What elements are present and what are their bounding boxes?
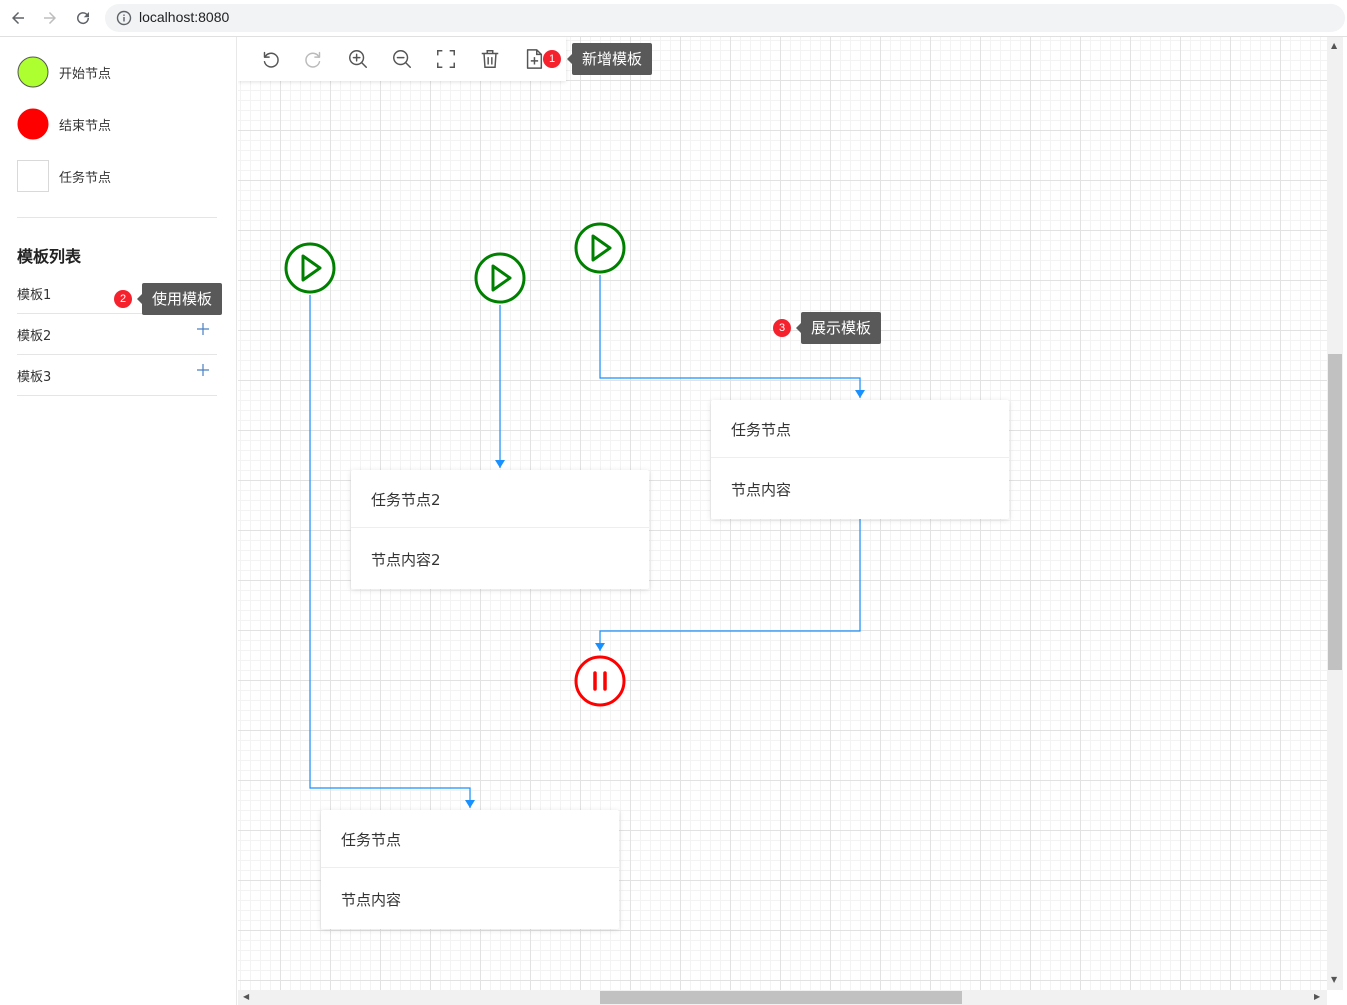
palette-task-node[interactable]: 任务节点 [17,160,111,192]
start-node[interactable] [284,242,336,294]
delete-icon[interactable] [477,46,503,72]
undo-icon[interactable] [257,46,283,72]
start-node-shape [17,56,49,88]
task-node-title: 任务节点 [341,831,402,849]
task-node[interactable]: 任务节点 节点内容 [711,400,1009,519]
task-node-title: 任务节点2 [371,491,441,509]
end-node-shape [17,108,49,140]
play-icon [591,234,612,262]
task-node-content: 节点内容 [731,481,792,499]
divider [17,217,217,218]
forward-arrow-icon[interactable] [38,6,62,30]
url-text: localhost:8080 [139,9,230,25]
edge-start1-to-task3 [309,295,471,808]
task-node[interactable]: 任务节点2 节点内容2 [351,470,649,589]
edge-arrowhead [465,800,475,808]
task-node-content: 节点内容2 [371,551,441,569]
template-item-3[interactable]: 模板3 [17,355,217,396]
browser-bar: localhost:8080 [0,0,1347,37]
template-list-title: 模板列表 [17,247,82,266]
back-arrow-icon[interactable] [6,6,30,30]
plus-icon[interactable] [195,362,211,378]
template-label: 模板1 [17,288,52,303]
reload-icon[interactable] [71,6,95,30]
plus-icon[interactable] [195,321,211,337]
add-template-icon[interactable] [521,46,547,72]
info-icon[interactable] [116,10,132,26]
template-item-1[interactable]: 模板1 [17,273,217,314]
palette-label: 开始节点 [59,66,112,82]
scroll-right-icon[interactable]: ▶ [1314,992,1321,1001]
pause-icon [593,671,607,691]
add-template-tip: 新增模板 [566,43,653,75]
palette-end-node[interactable]: 结束节点 [17,108,111,140]
vertical-scroll-thumb[interactable] [1328,354,1342,670]
task-node[interactable]: 任务节点 节点内容 [321,810,619,929]
scroll-up-icon[interactable]: ▲ [1331,41,1338,50]
edge-arrowhead [495,460,505,468]
edge-task2-to-end [599,519,861,651]
edges-layer [309,275,865,808]
palette-start-node[interactable]: 开始节点 [17,56,111,88]
palette-label: 任务节点 [59,170,112,186]
zoom-out-icon[interactable] [389,46,415,72]
show-template-tip: 展示模板 [795,312,882,344]
fit-view-icon[interactable] [433,46,459,72]
zoom-in-icon[interactable] [345,46,371,72]
flow-canvas[interactable]: 任务节点2 节点内容2 任务节点 节点内容 任务节点 节点内容 [238,37,1327,990]
palette-label: 结束节点 [59,118,112,134]
task-node-content: 节点内容 [341,891,402,909]
address-bar[interactable]: localhost:8080 [105,4,1345,32]
task-node-divider [321,867,619,868]
edge-arrowhead [595,643,605,651]
task-node-shape [17,160,49,192]
tip-badge: 3 [773,319,791,337]
template-label: 模板3 [17,370,52,385]
scroll-left-icon[interactable]: ◀ [243,992,250,1001]
template-label: 模板2 [17,329,52,344]
use-template-tip: 使用模板 [136,283,223,315]
play-icon [301,254,322,282]
edge-arrowhead [855,390,865,398]
start-node[interactable] [474,252,526,304]
tip-badge: 1 [543,50,561,68]
scroll-down-icon[interactable]: ▼ [1331,975,1338,984]
play-icon [491,264,512,292]
task-node-title: 任务节点 [731,421,792,439]
edge-start3-to-task2 [599,275,861,398]
task-node-divider [711,457,1009,458]
end-node[interactable] [574,655,626,707]
start-node[interactable] [574,222,626,274]
sidebar: 开始节点 结束节点 任务节点 模板列表 模板1 模板2 模板3 2 使用模板 [0,37,237,1005]
horizontal-scroll-thumb[interactable] [600,991,962,1004]
toolbar [238,37,566,81]
task-node-divider [351,527,649,528]
template-item-2[interactable]: 模板2 [17,314,217,355]
tip-badge: 2 [114,290,132,308]
redo-icon[interactable] [301,46,327,72]
